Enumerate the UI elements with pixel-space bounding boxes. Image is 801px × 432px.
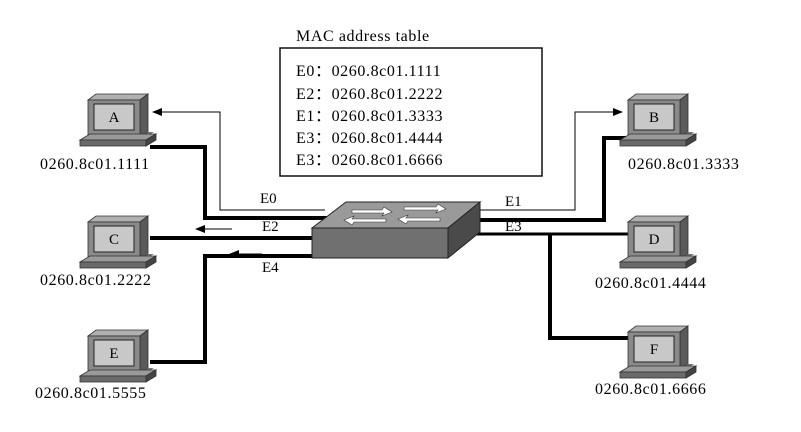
host-a-letter: A [109,110,120,126]
port-label-e2: E2 [262,219,279,235]
switch-icon [310,200,482,260]
arrow-to-a [152,108,325,211]
mac-table-entry: E3：0260.8c01.4444 [296,130,443,147]
mac-table-entry: E1：0260.8c01.3333 [296,108,443,125]
host-c: C [79,215,157,269]
host-d-mac: 0260.8c01.4444 [595,275,707,292]
host-b-letter: B [649,110,659,126]
host-d-letter: D [649,232,660,248]
arrow-to-b [470,108,623,211]
host-c-letter: C [109,232,119,248]
cable-a [150,145,330,220]
cable-f [548,234,628,340]
port-label-e3: E3 [505,219,522,235]
cable-e [150,254,318,364]
cables [150,136,628,364]
host-b: B [619,93,697,147]
port-label-e1: E1 [505,194,522,210]
host-f: F [619,325,697,379]
mac-table-title: MAC address table [296,28,430,45]
host-b-mac: 0260.8c01.3333 [628,156,740,173]
host-a: A [79,93,157,147]
host-e-letter: E [109,346,118,362]
host-d: D [619,215,697,269]
port-label-e0: E0 [260,191,277,207]
host-e: E [79,329,157,383]
flow-arrows [152,108,623,258]
mac-table-box [279,47,543,177]
host-e-mac: 0260.8c01.5555 [35,385,147,402]
cable-b [470,136,628,222]
mac-table-entry: E2：0260.8c01.2222 [296,86,443,103]
mac-table-entry: E0：0260.8c01.1111 [296,63,441,80]
host-f-letter: F [650,342,658,358]
mac-table-entry: E3：0260.8c01.6666 [296,152,443,169]
host-c-mac: 0260.8c01.2222 [40,272,152,289]
host-f-mac: 0260.8c01.6666 [595,381,707,398]
port-label-e4: E4 [262,260,279,276]
host-a-mac: 0260.8c01.1111 [40,156,150,173]
